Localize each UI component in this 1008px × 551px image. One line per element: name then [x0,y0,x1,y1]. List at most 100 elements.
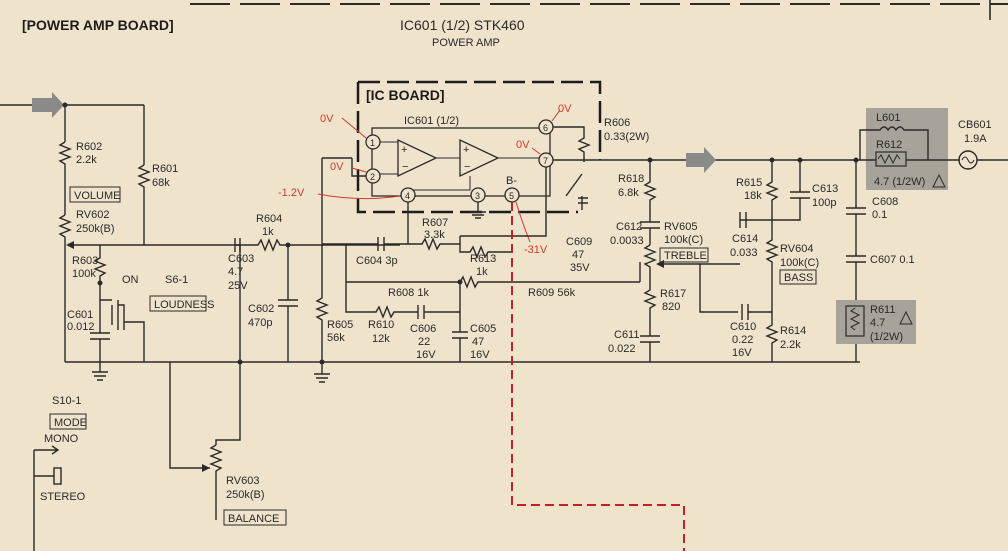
c612-label: C612 [616,221,642,233]
c601-value: 0.012 [67,321,95,333]
signal-arrow-output [686,147,716,173]
rv604-value: 100k(C) [780,257,819,269]
r607-r613 [407,202,512,259]
l601-r612-warning-box [866,108,948,190]
c605-voltage: 16V [470,349,490,361]
ic-pins: 1 2 4 3 5 6 7 [365,119,554,203]
c608-c607 [846,160,866,300]
s6-label: S6-1 [165,274,188,286]
rv603-label: RV603 [226,475,259,487]
r613-value: 1k [476,266,488,278]
ground-symbol-1 [92,371,108,381]
rv604-label: RV604 [780,243,813,255]
rv602 [58,214,72,362]
voltage-pin7: 0V [516,139,530,151]
r603 [93,245,107,300]
r604 [240,238,400,252]
r618-c612 [640,160,660,245]
feedback-wire [460,167,547,237]
switch-on-label: ON [122,274,139,286]
c609 [565,173,588,210]
op-amp-2-minus: − [464,161,470,173]
r612-label: R612 [876,139,902,151]
rv605-label: RV605 [664,221,697,233]
r602 [58,141,72,215]
tone-link [658,263,772,320]
c609-value: 47 [572,249,584,261]
r610-label: R610 [368,319,394,331]
l601 [859,126,929,160]
c601-label: C601 [67,309,93,321]
loudness-label: LOUDNESS [154,299,215,311]
voltage-pin2: 0V [330,161,344,173]
rv602-value: 250k(B) [76,223,115,235]
r604-value: 1k [262,226,274,238]
c602-value: 470p [248,317,272,329]
ic-inner-label: IC601 (1/2) [404,115,459,127]
stereo-label: STEREO [40,491,86,503]
rv603-value: 250k(B) [226,489,265,501]
pin-3-number: 3 [475,191,480,201]
c609-voltage: 35V [570,262,590,274]
loudness-switch-s6-1 [100,299,145,362]
r613-label: R613 [470,253,496,265]
ic-board-label: [IC BOARD] [366,87,445,103]
voltage-pin4: -1.2V [278,187,305,199]
r611-warning-box [836,300,916,344]
rv605-value: 100k(C) [664,234,703,246]
c611-value: 0.022 [608,343,636,355]
r614-value: 2.2k [780,339,801,351]
ground-symbol-pin3 [470,202,486,219]
mono-label: MONO [44,433,79,445]
rv602-label: RV602 [76,209,109,221]
c606 [417,305,460,319]
balance-wire [169,362,210,469]
c612-value: 0.0033 [610,235,644,247]
pin-7-number: 7 [543,156,548,166]
r608-r609 [346,275,640,289]
warning-icon-r612 [932,173,946,188]
c608-value: 0.1 [872,209,887,221]
r615-label: R615 [736,177,762,189]
volume-box [69,186,121,203]
r609-label: R609 56k [528,287,576,299]
ic-subtitle: POWER AMP [432,37,500,49]
c614-label: C614 [732,233,758,245]
c601 [90,300,110,372]
op-amp-1-plus: + [401,144,407,156]
pin-2-number: 2 [370,172,375,182]
c610-value: 0.22 [732,334,753,346]
r607-value: 3.3k [424,229,445,241]
r601-label: R601 [152,163,178,175]
mode-label: MODE [54,417,87,429]
rv605-r617-c611 [640,244,660,362]
c608-label: C608 [872,196,898,208]
c603-voltage: 25V [228,280,248,292]
treble-label: TREBLE [664,250,707,262]
c613-label: C613 [812,183,838,195]
mono-arrow [34,445,60,455]
l601-label: L601 [876,112,900,124]
c611-label: C611 [614,329,639,341]
pin-1 [365,134,381,150]
c605-label: C605 [470,323,496,335]
r607-label: R607 [422,217,448,229]
b-minus-supply-line [511,202,685,551]
ground-symbol-2 [314,362,330,383]
r617-value: 820 [662,301,680,313]
c604 [346,237,410,251]
c604-label: C604 3p [356,255,398,267]
r601-value: 68k [152,177,170,189]
r614-label: R614 [780,325,806,337]
r603-value: 100k [72,268,96,280]
bass-label: BASS [784,272,813,284]
board-title: [POWER AMP BOARD] [22,17,174,33]
c606-voltage: 16V [416,349,436,361]
mode-switch-contact [53,467,62,485]
loudness-box [149,295,207,312]
r611-rating: (1/2W) [870,331,903,343]
r610 [345,244,418,319]
rv603 [209,444,223,520]
cb601-label: CB601 [958,119,992,131]
